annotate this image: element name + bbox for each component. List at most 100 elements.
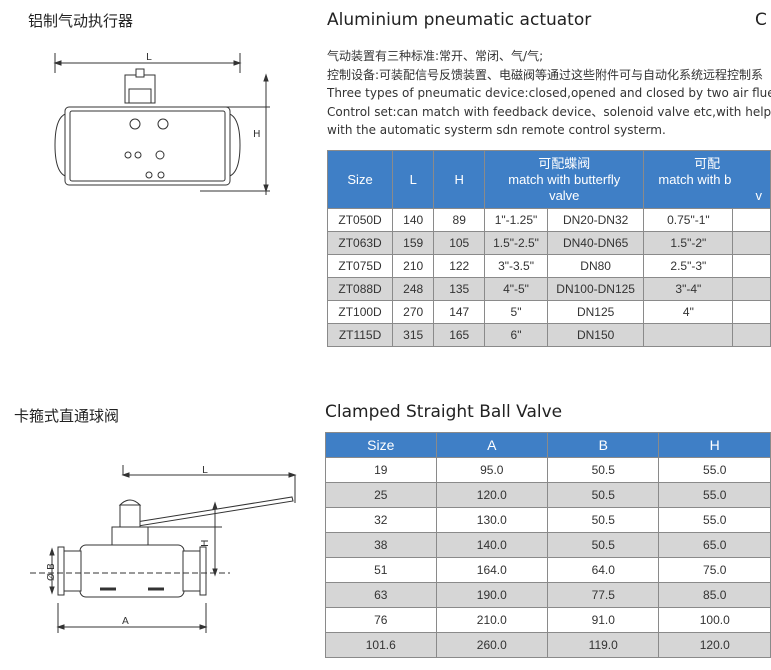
dimension-label-h: H	[200, 539, 211, 547]
cell: 76	[325, 607, 437, 633]
cell	[643, 323, 734, 347]
dimension-label-h: H	[253, 129, 261, 140]
header-h: H	[658, 432, 771, 458]
cell: ZT075D	[327, 254, 394, 278]
cell: 19	[325, 457, 437, 483]
cell: 3"-4"	[643, 277, 734, 301]
cell: ZT088D	[327, 277, 394, 301]
cell: ZT100D	[327, 300, 394, 324]
cell: 315	[392, 323, 435, 347]
cell: 210.0	[435, 607, 549, 633]
cell: 130.0	[435, 507, 549, 533]
cell: 1.5"-2.5"	[484, 231, 548, 255]
header-butterfly-cn: 可配蝶阀	[538, 155, 591, 171]
header-b: B	[547, 432, 660, 458]
dimension-label-l: L	[146, 52, 152, 63]
cell: 55.0	[658, 482, 771, 508]
cell	[732, 300, 771, 324]
header-butterfly-en-2: valve	[549, 187, 580, 203]
cell: 38	[325, 532, 437, 558]
cell: 260.0	[435, 632, 549, 658]
cell: DN150	[546, 323, 645, 347]
cell	[732, 254, 771, 278]
cell: 51	[325, 557, 437, 583]
cell: 135	[433, 277, 486, 301]
cell: 100.0	[658, 607, 771, 633]
header-size: Size	[325, 432, 437, 458]
cell: DN100-DN125	[546, 277, 645, 301]
header-l: L	[392, 150, 435, 209]
cell	[732, 277, 771, 301]
cell: 105	[433, 231, 486, 255]
cell: 0.75"-1"	[643, 208, 734, 232]
header-a: A	[435, 432, 549, 458]
cell: 25	[325, 482, 437, 508]
cell: DN20-DN32	[546, 208, 645, 232]
actuator-table-clip: Size L H 可配蝶阀 match with butterfly valve…	[327, 150, 771, 356]
cell: 1"-1.25"	[484, 208, 548, 232]
dimension-label-b: Ø B	[45, 563, 57, 581]
cell: 50.5	[547, 482, 660, 508]
cell: DN125	[546, 300, 645, 324]
cell	[732, 208, 771, 232]
header-ball-cn: 可配	[694, 155, 721, 171]
cell: 50.5	[547, 507, 660, 533]
cell: ZT115D	[327, 323, 394, 347]
ball-valve-cn-title: 卡箍式直通球阀	[14, 407, 120, 425]
cell: 120.0	[658, 632, 771, 658]
cell: 75.0	[658, 557, 771, 583]
header-butterfly-en: match with butterfly	[508, 171, 621, 187]
ball-valve-drawing: L H Ø B A	[30, 465, 297, 633]
cell: 122	[433, 254, 486, 278]
cell: 65.0	[658, 532, 771, 558]
cell: 190.0	[435, 582, 549, 608]
ball-valve-en-title: Clamped Straight Ball Valve	[325, 402, 563, 422]
desc-line: 控制设备:可装配信号反馈装置、电磁阀等通过这些附件可与自动化系统远程控制系	[327, 67, 764, 82]
cell: ZT063D	[327, 231, 394, 255]
cell: DN80	[546, 254, 645, 278]
dimension-label-l: L	[202, 465, 208, 476]
cell: 2.5"-3"	[643, 254, 734, 278]
cell: 210	[392, 254, 435, 278]
cell: DN40-DN65	[546, 231, 645, 255]
header-ball-en: match with b	[658, 171, 732, 187]
header-ball-en-2: v	[755, 187, 763, 203]
desc-line: with the automatic systerm sdn remote co…	[327, 123, 666, 137]
dimension-label-a: A	[122, 616, 129, 627]
cell: 6"	[484, 323, 548, 347]
actuator-cn-title: 铝制气动执行器	[28, 12, 134, 30]
cell: 140	[392, 208, 435, 232]
cell: 164.0	[435, 557, 549, 583]
cell	[732, 323, 771, 347]
cell: 91.0	[547, 607, 660, 633]
cell: 63	[325, 582, 437, 608]
desc-line: 气动装置有三种标准:常开、常闭、气/气;	[327, 49, 544, 63]
cell	[732, 231, 771, 255]
cell: 1.5"-2"	[643, 231, 734, 255]
cell: 50.5	[547, 532, 660, 558]
cell: 50.5	[547, 457, 660, 483]
header-butterfly-valve: 可配蝶阀 match with butterfly valve	[484, 150, 645, 209]
cell: 147	[433, 300, 486, 324]
desc-line: Control set:can match with feedback devi…	[327, 104, 771, 119]
cell: 55.0	[658, 507, 771, 533]
actuator-title-cut-letter: C	[755, 10, 767, 30]
actuator-drawing: L H	[53, 52, 270, 195]
cell: 119.0	[547, 632, 660, 658]
actuator-en-title: Aluminium pneumatic actuator	[327, 10, 592, 30]
header-ball-valve: 可配 match with b v	[643, 150, 771, 209]
